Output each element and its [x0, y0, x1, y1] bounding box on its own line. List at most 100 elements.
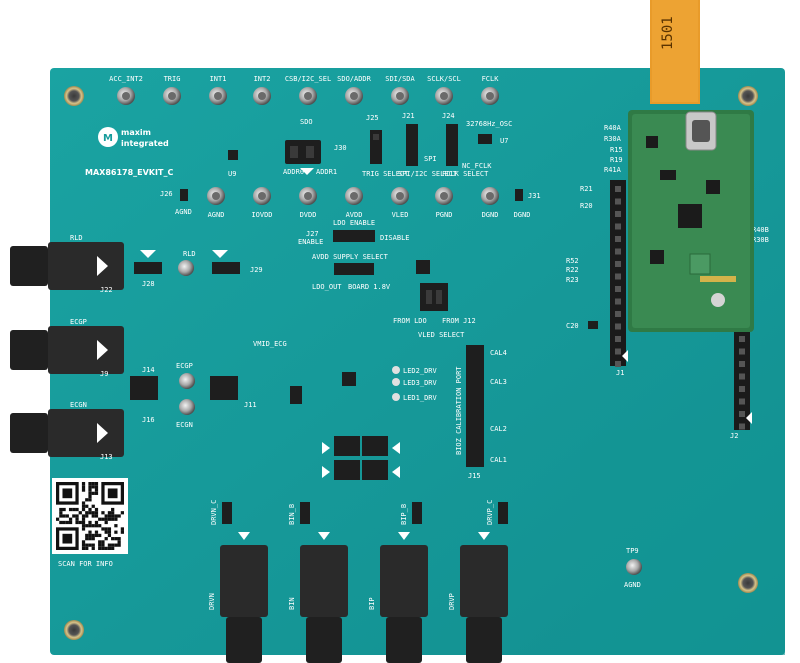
bottom-jumper-label: BIN_B	[288, 504, 296, 525]
bottom-jumper[interactable]	[412, 502, 422, 524]
bottom-jumper-label: BIP_B	[400, 504, 408, 525]
qr-module	[62, 520, 66, 525]
j31-header[interactable]	[515, 189, 523, 201]
spi-i2c-select-label: SPI/I2C SELECT	[398, 170, 458, 178]
led-pad	[392, 393, 400, 401]
qr-module	[107, 543, 112, 547]
qr-module	[104, 537, 108, 541]
header-pin	[615, 298, 621, 305]
bioz-jumper-cluster[interactable]	[322, 436, 400, 480]
j11-jumper[interactable]	[210, 376, 238, 400]
r22-label: R22	[566, 266, 579, 274]
vled-select-jumper[interactable]	[420, 283, 448, 311]
bottom-jumper[interactable]	[300, 502, 310, 524]
qr-module	[114, 530, 118, 534]
spi-i2c-select-jumper[interactable]	[406, 124, 418, 166]
fclk-select-jumper[interactable]	[446, 124, 458, 166]
qr-module	[111, 517, 115, 521]
rld-mid-label: RLD	[183, 250, 196, 258]
ecgn-testpoint[interactable]	[179, 399, 195, 415]
bottom-connector-body[interactable]	[300, 545, 348, 617]
qr-module	[98, 546, 102, 550]
qr-module	[104, 517, 108, 521]
power-testpoint-label: PGND	[436, 211, 453, 219]
power-testpoint-center	[258, 192, 266, 200]
main-ic-u1	[342, 372, 356, 386]
bottom-connector-barrel	[466, 617, 502, 663]
c20-cap	[588, 321, 598, 329]
ecg-mid: ECGP ECGN J14 J16 J11 VMID_ECG	[130, 340, 356, 429]
qr-module	[117, 543, 121, 547]
left-connector-body[interactable]	[48, 242, 124, 290]
ecgp-testpoint[interactable]	[179, 373, 195, 389]
top-testpoint-center	[258, 92, 266, 100]
ldo-out-label: LDO_OUT	[312, 283, 342, 291]
r19-label: R19	[610, 156, 623, 164]
left-connector-body[interactable]	[48, 326, 124, 374]
r40a-label: R40A	[604, 124, 622, 132]
qr-module	[107, 533, 112, 538]
bottom-connector-label: BIN	[288, 597, 296, 610]
j15-header[interactable]	[466, 345, 484, 467]
qr-module	[94, 482, 99, 486]
qr-module	[88, 491, 92, 495]
qr-module	[88, 543, 92, 547]
trig-select-jumper[interactable]	[370, 130, 382, 164]
power-testpoint-label: DVDD	[300, 211, 317, 219]
qr-module	[117, 514, 121, 518]
top-testpoint-label: FCLK	[482, 75, 500, 83]
top-testpoint-center	[440, 92, 448, 100]
top-testpoint-center	[122, 92, 130, 100]
qr-module	[75, 517, 79, 521]
ldo-enable-jumper[interactable]	[333, 230, 375, 242]
qr-module	[101, 527, 105, 531]
j32-header[interactable]	[290, 386, 302, 404]
bottom-connector-body[interactable]	[220, 545, 268, 617]
header-pin	[739, 398, 745, 405]
j29-label: J29	[250, 266, 263, 274]
left-connector-body[interactable]	[48, 409, 124, 457]
rld-testpoint[interactable]	[178, 260, 194, 276]
addr-jumper-block[interactable]	[285, 140, 321, 175]
bottom-connector-body[interactable]	[460, 545, 508, 617]
j14-jumper[interactable]	[130, 376, 158, 400]
top-testpoint-label: INT2	[254, 75, 271, 83]
top-testpoint-label: SCLK/SCL	[427, 75, 461, 83]
qr-module	[68, 520, 73, 525]
daughter-board	[628, 110, 754, 332]
j1-header[interactable]	[610, 180, 626, 367]
tp9-testpoint[interactable]	[626, 559, 642, 575]
j29-jumper[interactable]	[212, 262, 240, 274]
qr-module	[104, 520, 108, 525]
qr-module	[56, 517, 60, 521]
bottom-connector-body[interactable]	[380, 545, 428, 617]
from-j12-label: FROM J12	[442, 317, 476, 325]
qr-module	[85, 524, 89, 528]
bioz-cal-title: BIOZ CALIBRATION PORT	[455, 366, 463, 455]
qr-module	[101, 543, 105, 547]
j26-header[interactable]	[180, 189, 188, 201]
power-testpoint-label: IOVDD	[251, 211, 272, 219]
qr-module	[81, 543, 86, 547]
nc-fclk-label: NC_FCLK	[462, 162, 492, 170]
qr-module	[59, 511, 63, 515]
bottom-jumper[interactable]	[222, 502, 232, 524]
qr-module	[111, 546, 115, 550]
avdd-supply-jumper[interactable]	[334, 263, 374, 275]
cal-label: CAL4	[490, 349, 507, 357]
j27-label: J27	[306, 230, 319, 238]
qr-module	[59, 507, 63, 512]
bottom-jumper[interactable]	[498, 502, 508, 524]
header-pin	[615, 261, 621, 267]
top-testpoint-center	[214, 92, 222, 100]
power-testpoint-label: AGND	[208, 211, 225, 219]
qr-module	[107, 527, 112, 531]
j28-jumper[interactable]	[134, 262, 162, 274]
qr-module	[98, 540, 102, 544]
qr-module	[107, 530, 112, 534]
qr-module	[72, 514, 76, 518]
qr-module	[81, 546, 86, 550]
led-driver-label: LED1_DRV	[403, 394, 438, 402]
qr-module	[75, 507, 79, 512]
